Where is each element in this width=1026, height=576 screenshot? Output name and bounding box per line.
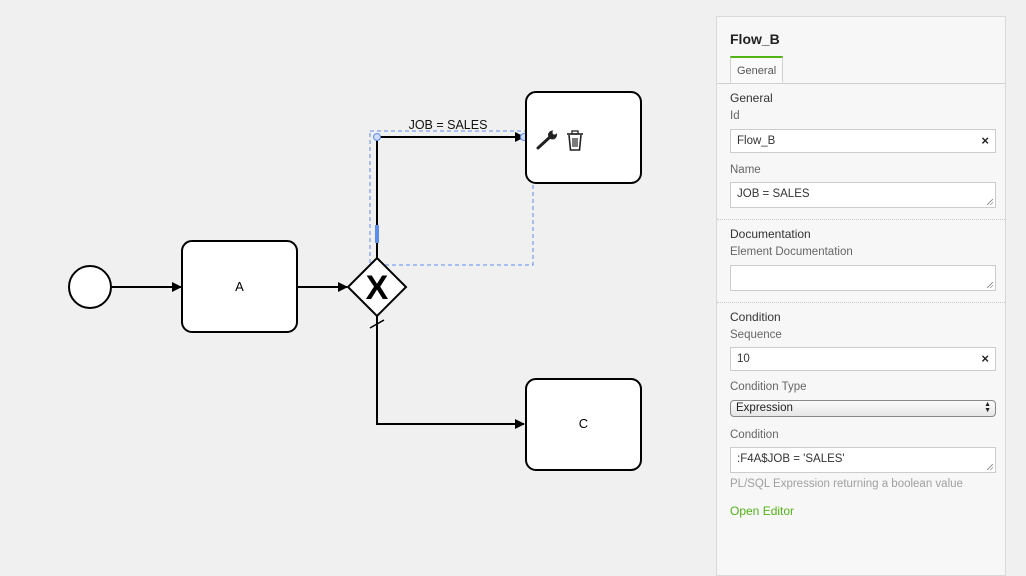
- condition-hint: PL/SQL Expression returning a boolean va…: [730, 478, 963, 490]
- panel-tabs: General: [717, 56, 1005, 84]
- name-field[interactable]: JOB = SALES: [730, 182, 996, 208]
- bpmn-diagram[interactable]: A JOB = SALES X: [0, 0, 715, 571]
- open-editor-link[interactable]: Open Editor: [730, 504, 795, 518]
- wrench-icon[interactable]: [536, 130, 557, 150]
- task-c-label: C: [579, 416, 588, 431]
- sequence-flow-gateway-c[interactable]: [376, 316, 525, 429]
- condition-type-select[interactable]: Expression ▲▼: [730, 400, 996, 417]
- task-a[interactable]: A: [181, 240, 298, 333]
- condition-label: Condition: [730, 429, 779, 441]
- properties-panel: Flow_B General General Id Flow_B × Name …: [716, 16, 1006, 576]
- resize-grip-icon[interactable]: [987, 464, 993, 470]
- task-top[interactable]: [525, 91, 642, 184]
- clear-sequence-icon[interactable]: ×: [981, 351, 989, 366]
- id-field[interactable]: Flow_B ×: [730, 129, 996, 153]
- start-event[interactable]: [68, 265, 112, 309]
- name-label: Name: [730, 164, 761, 176]
- element-documentation-field[interactable]: [730, 265, 996, 291]
- diagram-canvas[interactable]: A JOB = SALES X: [0, 0, 715, 571]
- select-arrows-icon: ▲▼: [984, 401, 991, 414]
- condition-type-label: Condition Type: [730, 381, 807, 393]
- group-condition: Condition Sequence 10 × Condition Type E…: [717, 303, 1005, 537]
- sequence-label: Sequence: [730, 329, 782, 341]
- trash-icon[interactable]: [567, 130, 583, 151]
- segment-drag-handle[interactable]: [375, 225, 379, 243]
- condition-type-value: Expression: [736, 402, 793, 414]
- exclusive-gateway[interactable]: X: [346, 256, 408, 318]
- condition-field[interactable]: :F4A$JOB = 'SALES': [730, 447, 996, 473]
- sequence-flow-b[interactable]: [376, 132, 525, 258]
- default-flow-marker: [369, 319, 385, 329]
- group-general-heading: General: [730, 91, 773, 105]
- task-c[interactable]: C: [525, 378, 642, 471]
- task-a-label: A: [235, 279, 244, 294]
- sequence-field-value: 10: [737, 353, 750, 365]
- group-general: General Id Flow_B × Name JOB = SALES: [717, 84, 1005, 220]
- resize-grip-icon[interactable]: [987, 282, 993, 288]
- group-condition-heading: Condition: [730, 310, 781, 324]
- name-field-value: JOB = SALES: [737, 188, 810, 200]
- resize-grip-icon[interactable]: [987, 199, 993, 205]
- group-documentation-heading: Documentation: [730, 227, 811, 241]
- bendpoint-handle[interactable]: [373, 133, 381, 141]
- sequence-field[interactable]: 10 ×: [730, 347, 996, 371]
- panel-title: Flow_B: [730, 31, 780, 47]
- selection-outline: [369, 130, 534, 266]
- group-documentation: Documentation Element Documentation: [717, 220, 1005, 303]
- gateway-x-marker: X: [366, 269, 389, 307]
- id-field-value: Flow_B: [737, 135, 776, 147]
- tab-general[interactable]: General: [730, 56, 784, 83]
- condition-field-value: :F4A$JOB = 'SALES': [737, 453, 845, 465]
- id-label: Id: [730, 110, 740, 122]
- element-documentation-label: Element Documentation: [730, 246, 853, 258]
- clear-id-icon[interactable]: ×: [981, 133, 989, 148]
- flow-b-label[interactable]: JOB = SALES: [409, 118, 488, 132]
